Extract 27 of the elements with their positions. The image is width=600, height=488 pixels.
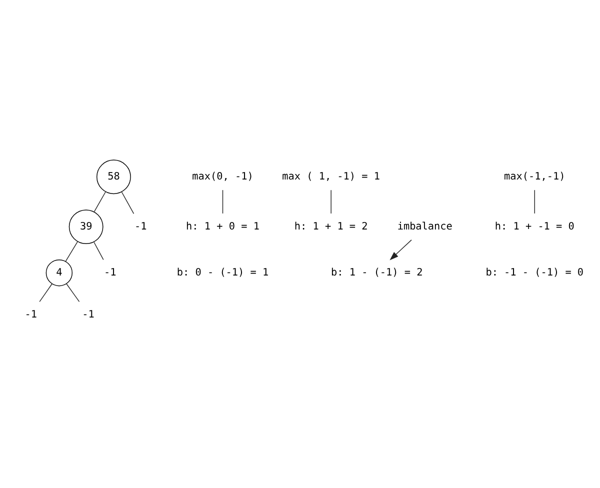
node-text: -1 xyxy=(24,310,37,321)
node-text: h: 1 + 1 = 2 xyxy=(294,221,368,232)
arrow xyxy=(390,240,412,260)
connector xyxy=(534,190,535,214)
node-circle: 39 xyxy=(68,210,104,244)
node-text: -1 xyxy=(82,310,94,321)
node-text: max(0, -1) xyxy=(192,172,254,183)
connector xyxy=(65,241,78,262)
node-text: imbalance xyxy=(397,221,452,232)
node-text: max(-1,-1) xyxy=(504,172,566,183)
node-text: -1 xyxy=(134,221,147,232)
connector xyxy=(222,190,224,214)
connector xyxy=(66,283,80,302)
node-circle: 58 xyxy=(96,160,131,194)
connector xyxy=(330,190,332,214)
node-circle: 4 xyxy=(46,260,73,286)
node-text: max ( 1, -1) = 1 xyxy=(282,172,380,183)
node-text: b: -1 - (-1) = 0 xyxy=(486,268,584,279)
connector xyxy=(39,283,53,302)
connector xyxy=(121,192,134,214)
node-text: h: 1 + 0 = 1 xyxy=(186,221,260,232)
node-text: b: 0 - (-1) = 1 xyxy=(176,268,269,279)
node-text: b: 1 - (-1) = 2 xyxy=(331,268,423,279)
connector xyxy=(94,192,106,212)
node-text: -1 xyxy=(104,268,116,279)
connector xyxy=(94,242,104,260)
node-text: h: 1 + -1 = 0 xyxy=(494,221,574,232)
